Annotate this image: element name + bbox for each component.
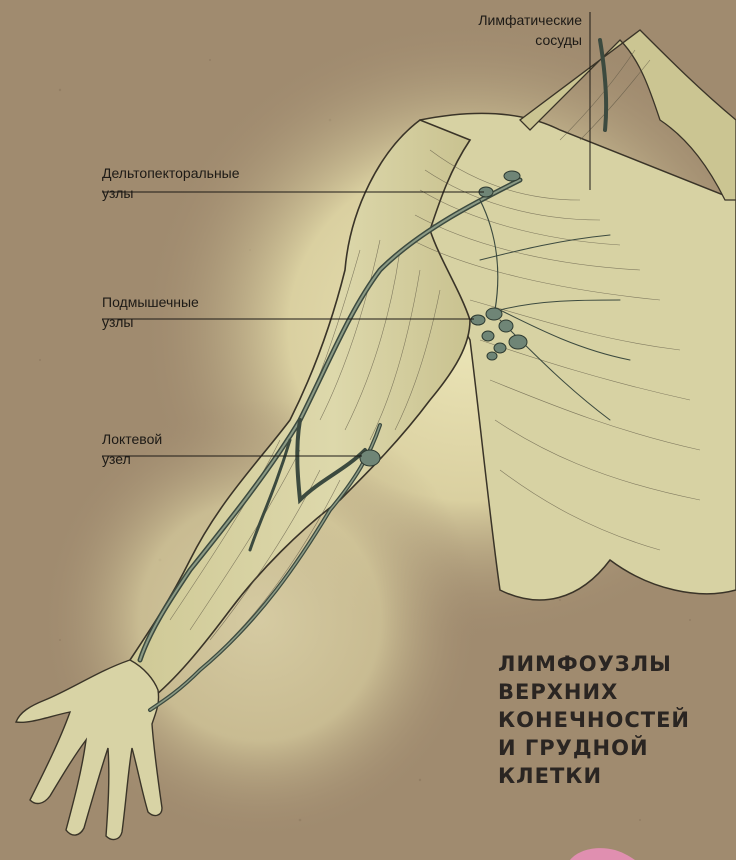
label-deltopectoral-line-1: Дельтопекторальные bbox=[102, 163, 240, 183]
label-cubital-line-2: узел bbox=[102, 449, 162, 469]
title-line-4: И ГРУДНОЙ bbox=[498, 734, 690, 762]
cubital-node bbox=[360, 450, 380, 466]
label-lymph-vessels: Лимфатические сосуды bbox=[440, 10, 582, 50]
title-line-3: КОНЕЧНОСТЕЙ bbox=[498, 706, 690, 734]
title-line-2: ВЕРХНИХ bbox=[498, 678, 690, 706]
label-lymph-vessels-line-2: сосуды bbox=[440, 30, 582, 50]
label-deltopectoral-nodes: Дельтопекторальные узлы bbox=[102, 163, 240, 203]
label-axillary-line-1: Подмышечные bbox=[102, 292, 199, 312]
label-axillary-line-2: узлы bbox=[102, 312, 199, 332]
title-line-1: ЛИМФОУЗЛЫ bbox=[498, 650, 690, 678]
label-axillary-nodes: Подмышечные узлы bbox=[102, 292, 199, 332]
hand bbox=[16, 660, 162, 839]
title-line-5: КЛЕТКИ bbox=[498, 762, 690, 790]
label-cubital-line-1: Локтевой bbox=[102, 429, 162, 449]
diagram-title: ЛИМФОУЗЛЫ ВЕРХНИХ КОНЕЧНОСТЕЙ И ГРУДНОЙ … bbox=[498, 650, 690, 790]
corner-mark bbox=[570, 848, 635, 860]
label-deltopectoral-line-2: узлы bbox=[102, 183, 240, 203]
label-cubital-node: Локтевой узел bbox=[102, 429, 162, 469]
label-lymph-vessels-line-1: Лимфатические bbox=[440, 10, 582, 30]
